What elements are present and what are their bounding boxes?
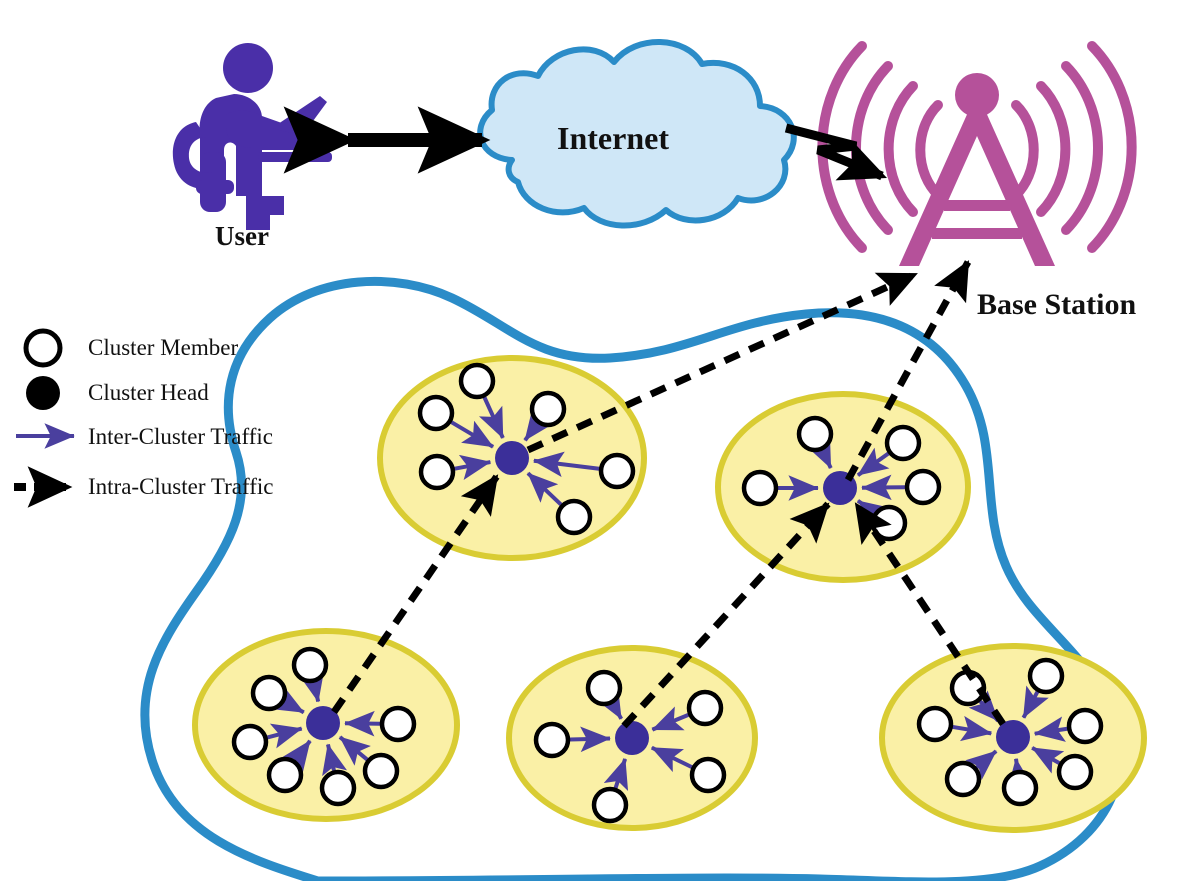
user-icon: [172, 43, 332, 230]
cluster-member-node[interactable]: [796, 415, 834, 453]
cluster-bottom-right-inter-arrow-3: [1007, 758, 1033, 790]
cluster-bottom-right: [879, 643, 1147, 833]
legend-item-intra-cluster-traffic-label: Intra-Cluster Traffic: [88, 474, 274, 499]
cluster-member-node[interactable]: [250, 674, 288, 712]
intra-link-bottomleft-to-topleft: [331, 474, 500, 714]
cluster-member-node[interactable]: [585, 669, 623, 707]
cluster-top-right-inter-arrow-2: [856, 447, 890, 477]
cluster-bottom-right-inter-arrow-2: [965, 749, 998, 780]
cluster-member-node[interactable]: [418, 453, 456, 491]
cluster-member-node[interactable]: [916, 705, 954, 743]
legend-item-cluster-head-label: Cluster Head: [88, 380, 209, 405]
cluster-bottom-left-inter-arrow-0: [299, 669, 325, 703]
cluster-member-node[interactable]: [362, 752, 400, 790]
cluster-bottom-center-inter-arrow-2: [651, 706, 690, 732]
cluster-member-node[interactable]: [555, 498, 593, 536]
cluster-member-node[interactable]: [417, 394, 455, 432]
cluster-bottom-left-inter-arrow-3: [282, 739, 312, 773]
cluster-bottom-center-inter-arrow-3: [650, 745, 693, 773]
cluster-top-left-inter-arrow-4: [533, 451, 600, 478]
cluster-bottom-left-inter-arrow-5: [338, 735, 371, 766]
intra-cluster-links: [331, 260, 1006, 729]
cluster-member-node[interactable]: [1027, 657, 1065, 695]
cluster-top-left: [377, 355, 647, 561]
cluster-bottom-left-inter-arrow-2: [266, 723, 303, 749]
cluster-head-node[interactable]: [996, 720, 1030, 754]
cluster-member-node[interactable]: [741, 469, 779, 507]
cluster-head-node[interactable]: [615, 721, 649, 755]
cluster-head-node[interactable]: [495, 441, 529, 475]
cluster-member-node[interactable]: [458, 362, 496, 400]
intra-link-bottomcenter-to-topright: [621, 501, 831, 729]
cluster-bottom-right-inter-arrow-5: [1033, 716, 1068, 742]
legend-hollow-circle-icon: [23, 328, 63, 368]
clusters-layer: [192, 355, 1147, 833]
cluster-member-node[interactable]: [291, 646, 329, 684]
cluster-member-node[interactable]: [319, 769, 357, 807]
cluster-top-left-inter-arrow-0: [478, 396, 505, 439]
cluster-member-node[interactable]: [533, 721, 571, 759]
cluster-member-node[interactable]: [1066, 707, 1104, 745]
cluster-member-node[interactable]: [686, 689, 724, 727]
internet-cloud: [477, 39, 797, 229]
cluster-member-node[interactable]: [904, 468, 942, 506]
base-station-label: Base Station: [977, 288, 1137, 321]
internet-basestation-link: [784, 123, 888, 181]
cluster-bottom-center-inter-arrow-1: [569, 726, 611, 753]
cluster-bottom-right-inter-arrow-6: [1021, 685, 1049, 719]
boundary-path: [140, 276, 1126, 881]
cluster-member-node[interactable]: [944, 760, 982, 798]
cluster-bottom-center-inter-arrow-0: [595, 686, 623, 720]
cluster-member-node[interactable]: [1001, 769, 1039, 807]
cluster-member-node[interactable]: [689, 756, 727, 794]
base-station-icon: [817, 41, 1137, 266]
network-boundary: [140, 276, 1126, 881]
cluster-bottom-right-inter-arrow-4: [1031, 746, 1065, 774]
cluster-member-node[interactable]: [529, 390, 567, 428]
legend-filled-circle-icon: [26, 376, 60, 410]
intra-link-topright-to-bs: [844, 260, 972, 482]
cluster-bottom-left-inter-arrow-1: [271, 686, 305, 715]
cluster-member-node[interactable]: [266, 756, 304, 794]
cluster-member-node[interactable]: [379, 705, 417, 743]
cluster-member-node[interactable]: [591, 786, 629, 824]
cluster-bottom-center: [506, 645, 758, 831]
intra-link-bottomright-to-topright: [853, 502, 1006, 726]
legend-item-cluster-member-label: Cluster Member: [88, 335, 239, 360]
cluster-top-left-inter-arrow-5: [526, 471, 563, 507]
intra-link-topleft-to-bs: [526, 270, 918, 454]
legend-symbols: [14, 328, 75, 508]
cloud-shape: [477, 39, 797, 229]
cluster-top-right-inter-arrow-0: [806, 435, 833, 469]
cluster-bottom-left: [192, 628, 460, 822]
cluster-member-node[interactable]: [1056, 753, 1094, 791]
internet-label: Internet: [557, 120, 669, 156]
cluster-member-node[interactable]: [598, 452, 636, 490]
cluster-top-left-inter-arrow-3: [523, 408, 553, 442]
legend-item-inter-cluster-traffic-label: Inter-Cluster Traffic: [88, 424, 273, 449]
cluster-bottom-right-inter-arrow-1: [952, 715, 993, 742]
cluster-member-node[interactable]: [231, 723, 269, 761]
cluster-top-right-inter-arrow-3: [861, 474, 906, 501]
cluster-top-left-inter-arrow-1: [450, 420, 495, 449]
cluster-bottom-center-inter-arrow-4: [603, 758, 629, 792]
cluster-top-left-inter-arrow-2: [454, 454, 492, 481]
cluster-head-node[interactable]: [306, 706, 340, 740]
cluster-bottom-left-inter-arrow-4: [322, 743, 348, 777]
cluster-member-node[interactable]: [884, 424, 922, 462]
user-label: User: [215, 221, 269, 251]
lightning-arrow: [784, 123, 888, 181]
cluster-top-right: [715, 391, 971, 583]
